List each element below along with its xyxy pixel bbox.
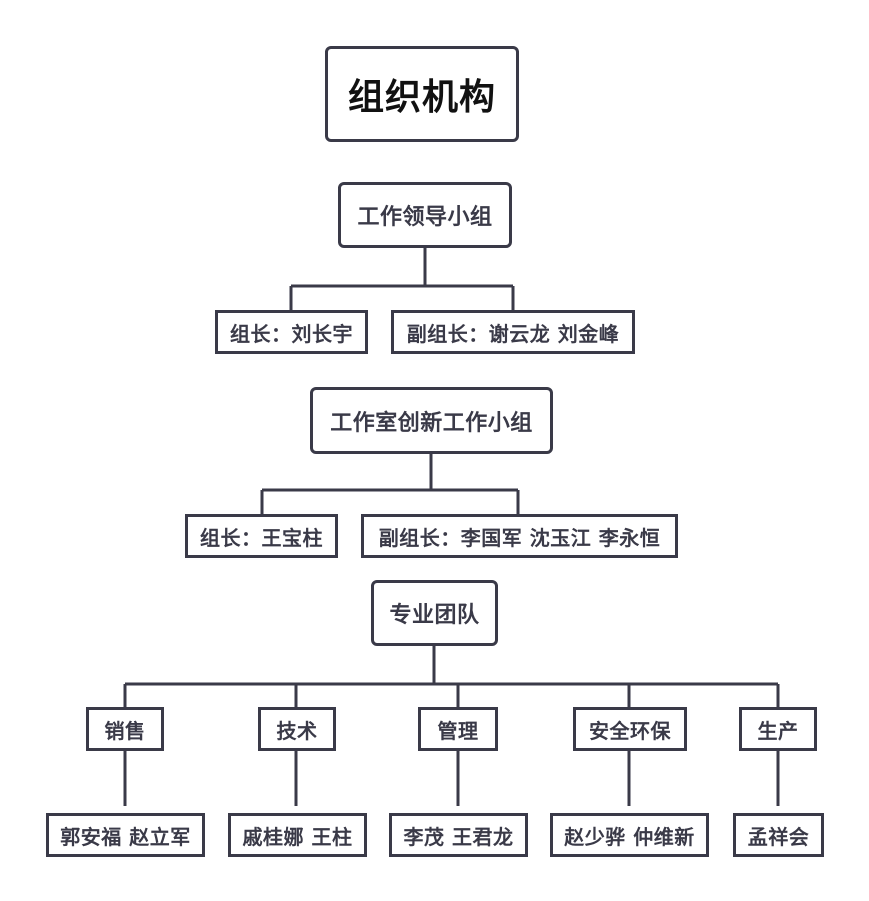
- technology-members: 戚桂娜 王柱: [228, 813, 367, 857]
- innovation-group-deputies: 副组长：李国军 沈玉江 李永恒: [361, 514, 678, 558]
- safety-environment-members: 赵少骅 仲维新: [550, 813, 709, 857]
- department-production: 生产: [739, 707, 817, 751]
- innovation-group-box: 工作室创新工作小组: [310, 387, 553, 454]
- department-technology: 技术: [258, 707, 336, 751]
- org-chart-title: 组织机构: [325, 46, 519, 142]
- professional-team-box: 专业团队: [371, 580, 498, 646]
- production-members: 孟祥会: [733, 813, 824, 857]
- department-management: 管理: [418, 707, 498, 751]
- leadership-group-leader: 组长：刘长宇: [215, 310, 368, 354]
- sales-members: 郭安福 赵立军: [46, 813, 205, 857]
- leadership-group-deputies: 副组长：谢云龙 刘金峰: [391, 310, 635, 354]
- department-safety-environment: 安全环保: [573, 707, 687, 751]
- leadership-group-box: 工作领导小组: [338, 182, 512, 248]
- innovation-group-leader: 组长：王宝柱: [185, 514, 338, 558]
- department-sales: 销售: [86, 707, 164, 751]
- management-members: 李茂 王君龙: [389, 813, 528, 857]
